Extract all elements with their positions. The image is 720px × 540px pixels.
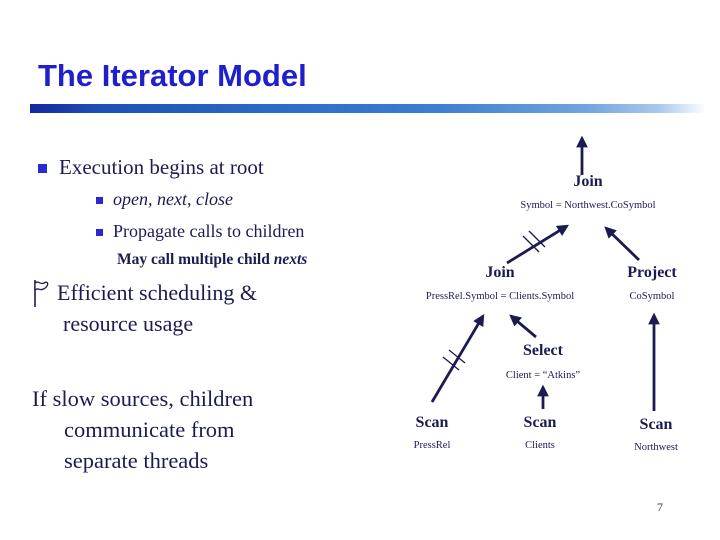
node-scan-clients: Scan [523, 414, 557, 431]
flag-icon [26, 279, 50, 314]
node-join-mid: Join [485, 264, 515, 281]
node-scan-pressrel-source: PressRel [413, 440, 451, 451]
paragraph-line1: If slow sources, children [32, 386, 254, 411]
paragraph-line3: separate threads [64, 448, 209, 473]
title-underline-bar [30, 104, 706, 113]
note-prefix: May call multiple child [117, 251, 274, 268]
flag-point-line1: Efficient scheduling & [57, 280, 257, 305]
bullet-subitem-label: Propagate calls to children [113, 221, 305, 241]
bullet-subitem-open-next-close: open, next, close [96, 189, 233, 210]
node-project-predicate: CoSymbol [629, 291, 675, 302]
bullet-subitem-propagate: Propagate calls to children [96, 221, 304, 242]
page-title: The Iterator Model [38, 58, 307, 93]
node-join-mid-predicate: PressRel.Symbol = Clients.Symbol [425, 291, 575, 302]
bullet-subitem-label: open, next, close [113, 189, 233, 209]
bullet-square-icon [38, 164, 47, 173]
bullet-square-icon [96, 229, 103, 236]
node-scan-northwest: Scan [639, 416, 673, 433]
page-number: 7 [657, 500, 663, 514]
flag-point-line2: resource usage [63, 311, 194, 336]
note-italic-term: next [273, 251, 302, 268]
node-scan-clients-source: Clients [525, 440, 555, 451]
node-project: Project [627, 264, 677, 281]
bullet-item-label: Execution begins at root [59, 155, 264, 179]
node-scan-northwest-source: Northwest [634, 442, 678, 453]
bullet-item-execution: Execution begins at root [38, 155, 264, 179]
node-select: Select [523, 342, 563, 359]
bullet-note-multiple-child-nexts: May call multiple child nexts [117, 251, 307, 268]
paragraph-line2: communicate from [64, 417, 235, 442]
note-suffix: s [301, 251, 308, 268]
edge-project-to-jointop [604, 226, 640, 262]
edge-joinmid-to-jointop [506, 224, 570, 265]
edge-scanpressrel-to-joinmid [430, 313, 485, 403]
edge-select-to-joinmid [509, 314, 537, 339]
node-select-predicate: Client = “Atkins” [505, 370, 581, 381]
bullet-square-icon [96, 197, 103, 204]
node-join-top-predicate: Symbol = Northwest.CoSymbol [520, 200, 656, 211]
node-join-top: Join [573, 173, 603, 190]
node-scan-pressrel: Scan [415, 414, 449, 431]
